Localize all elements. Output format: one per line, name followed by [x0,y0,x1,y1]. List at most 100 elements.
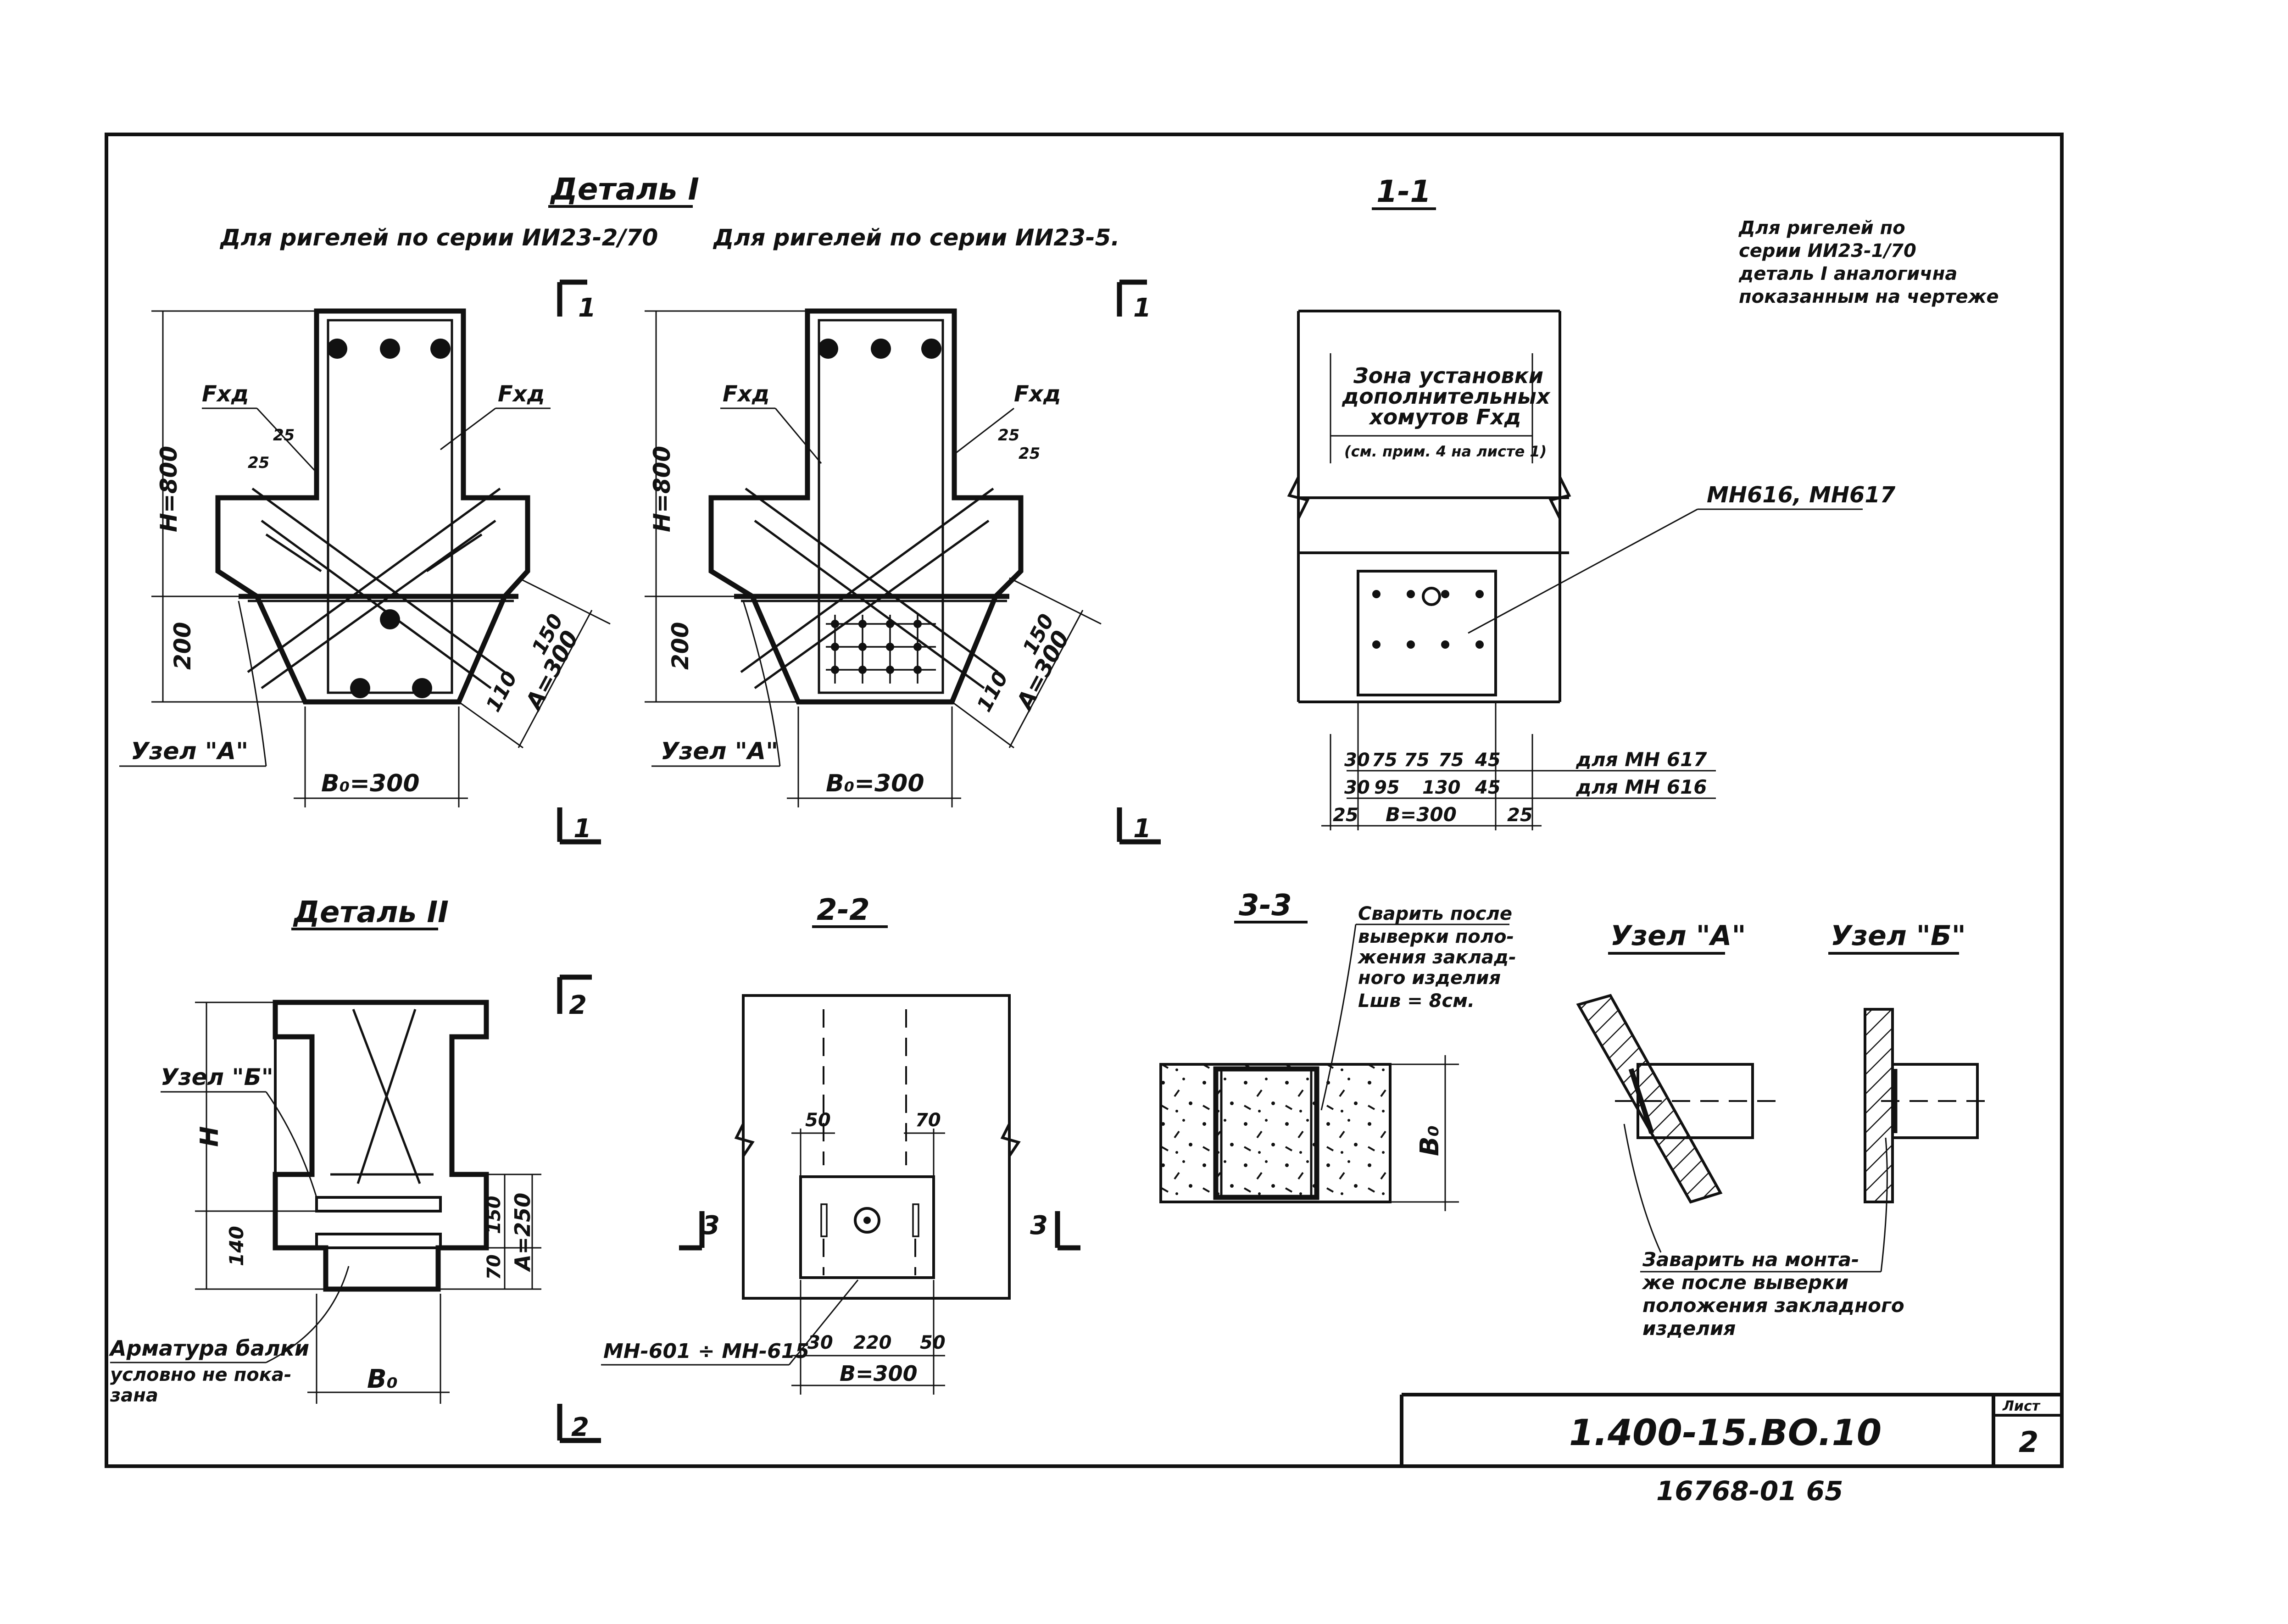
node-a-label-left: Узел "А" [131,738,248,765]
detail-1-right: Для ригелей по серии ИИ23-5. [645,224,1161,845]
dim-150-d2: 150 [484,1196,505,1235]
section-1-1-title: 1-1 [1376,174,1431,209]
node-a-title: Узел "А" [1610,920,1746,952]
zone-line1: Зона установки [1353,363,1543,388]
section-2-2-title: 2-2 [817,893,870,927]
section-mark-1-top-right: 1 [1133,293,1151,323]
zone-line3: хомутов Fхд [1369,405,1521,429]
dim-200-left: 200 [169,622,196,670]
node-a-label-right: Узел "А" [661,738,778,765]
svg-text:30: 30 [1344,750,1370,771]
svg-text:30: 30 [807,1332,833,1353]
svg-text:30: 30 [1344,777,1370,798]
svg-text:25: 25 [1333,805,1358,826]
dim-h-left: H=800 [156,446,182,532]
dims-row3: 25 B=300 25 [1333,803,1533,826]
node-b-label: Узел "Б" [161,1064,273,1090]
svg-text:же после выверки: же после выверки [1642,1271,1848,1294]
weld-mount-note: Заварить на монта- же после выверки поло… [1640,1137,1904,1340]
dim-b0-s33: B₀ [1415,1125,1445,1156]
svg-text:75: 75 [1372,750,1397,771]
section-mark-1-top-left: 1 [578,293,596,323]
svg-text:75: 75 [1438,750,1464,771]
dims-row1: 30 75 75 75 45 для МН 617 [1344,748,1707,771]
svg-text:220: 220 [853,1332,892,1353]
title-block: 1.400-15.ВО.10 Лист 2 [1400,1393,2062,1466]
svg-text:Заварить на монта-: Заварить на монта- [1642,1248,1859,1271]
detail-1: Деталь I Для ригелей по серии ИИ23-2/70 … [119,172,1161,845]
sheet-number: 2 [2019,1425,2038,1459]
section-3-3: 3-3 B₀ Сварить после выверки поло- жения… [1159,889,1516,1211]
dim-70-s22: 70 [915,1110,941,1131]
svg-text:45: 45 [1475,750,1501,771]
rebar-note-2: условно не пока- [110,1364,291,1385]
dim-50-s22: 50 [805,1110,831,1131]
dim-b0-d2: B₀ [367,1364,398,1394]
svg-text:75: 75 [1404,750,1430,771]
dim-70-d2: 70 [484,1254,505,1280]
dim-b-s22: B=300 [840,1361,918,1386]
dim-a-d2: A=250 [510,1193,535,1272]
svg-text:25: 25 [1507,805,1533,826]
dim-140-d2: 140 [225,1226,248,1266]
drawing-code: 1.400-15.ВО.10 [1569,1413,1882,1454]
fxd-label-right-1: Fхд [723,381,770,407]
svg-text:деталь I аналогична: деталь I аналогична [1738,263,1957,284]
note-top-right: Для ригелей по серии ИИ23-1/70 деталь I … [1738,217,1999,307]
svg-text:положения закладного: положения закладного [1642,1294,1904,1317]
beam-outline-right [708,308,1024,705]
svg-text:показанным на чертеже: показанным на чертеже [1739,286,1999,307]
section-mark-1-bot-left: 1 [573,814,591,844]
svg-text:B=300: B=300 [1386,803,1457,826]
sheet-label: Лист [2002,1398,2041,1414]
dim-h-right: H=800 [649,446,675,532]
svg-text:серии ИИ23-1/70: серии ИИ23-1/70 [1739,240,1916,261]
svg-text:изделия: изделия [1642,1317,1736,1340]
svg-text:Для ригелей по: Для ригелей по [1738,217,1905,239]
weld-note: Сварить после выверки поло- жения заклад… [1320,903,1516,1111]
zone-note: (см. прим. 4 на листе 1) [1344,443,1547,460]
dim-110-right: 110 [973,667,1013,716]
dim-200-right: 200 [667,622,694,670]
node-b-detail: Узел "Б" [1828,920,1991,1203]
row2-label: для МН 616 [1575,776,1707,798]
node-a-detail: Узел "А" [1576,920,1780,1253]
svg-text:95: 95 [1374,777,1400,798]
detail-1-title: Деталь I [550,172,699,207]
caption-right: Для ригелей по серии ИИ23-5. [713,224,1119,251]
svg-text:50: 50 [920,1332,946,1353]
svg-text:130: 130 [1422,777,1461,798]
svg-text:Сварить после: Сварить после [1358,903,1512,924]
dim-h-d2: H [195,1126,224,1147]
embed-label-s22: МН-601 ÷ МН-615 [603,1340,809,1363]
dim-110-left: 110 [482,667,522,716]
svg-text:выверки поло-: выверки поло- [1358,926,1514,947]
detail-2-title: Деталь II [293,895,449,929]
section-mark-1-bot-right: 1 [1133,814,1151,844]
dim-b0-left: B₀=300 [321,770,420,797]
detail-1-left: Для ригелей по серии ИИ23-2/70 Fхд Fхд 2… [119,224,658,845]
archive-number: 16768-01 65 [1656,1475,1843,1507]
fxd-label-right-2: Fхд [1014,381,1061,407]
svg-text:45: 45 [1475,777,1501,798]
rebar-note-3: зана [110,1385,158,1406]
section-2-2: 2-2 50 70 3 3 МН-601 ÷ МН-615 30 220 50 … [601,893,1080,1395]
dim-25a-right: 25 [998,426,1019,445]
embed-label-1-1: МН616, МН617 [1707,482,1896,508]
dim-b0-right: B₀=300 [826,770,924,797]
dim-25b-right: 25 [1019,445,1040,463]
fxd-label-left-2: Fхд [498,381,545,407]
dim-25b-left: 25 [248,454,269,472]
svg-text:Lшв = 8см.: Lшв = 8см. [1358,990,1475,1012]
rebar-note-1: Арматура балки [109,1336,309,1361]
row1-label: для МН 617 [1575,748,1707,771]
plate-anchors [1372,587,1484,649]
beam-outline-left [215,308,530,705]
dim-25a-left: 25 [273,426,295,445]
node-b-title: Узел "Б" [1831,920,1966,952]
caption-left: Для ригелей по серии ИИ23-2/70 [219,224,658,251]
zone-line2: дополнительных [1342,384,1551,409]
dims-row2: 30 95 130 45 для МН 616 [1344,776,1707,798]
sheet-frame [105,133,2064,1468]
